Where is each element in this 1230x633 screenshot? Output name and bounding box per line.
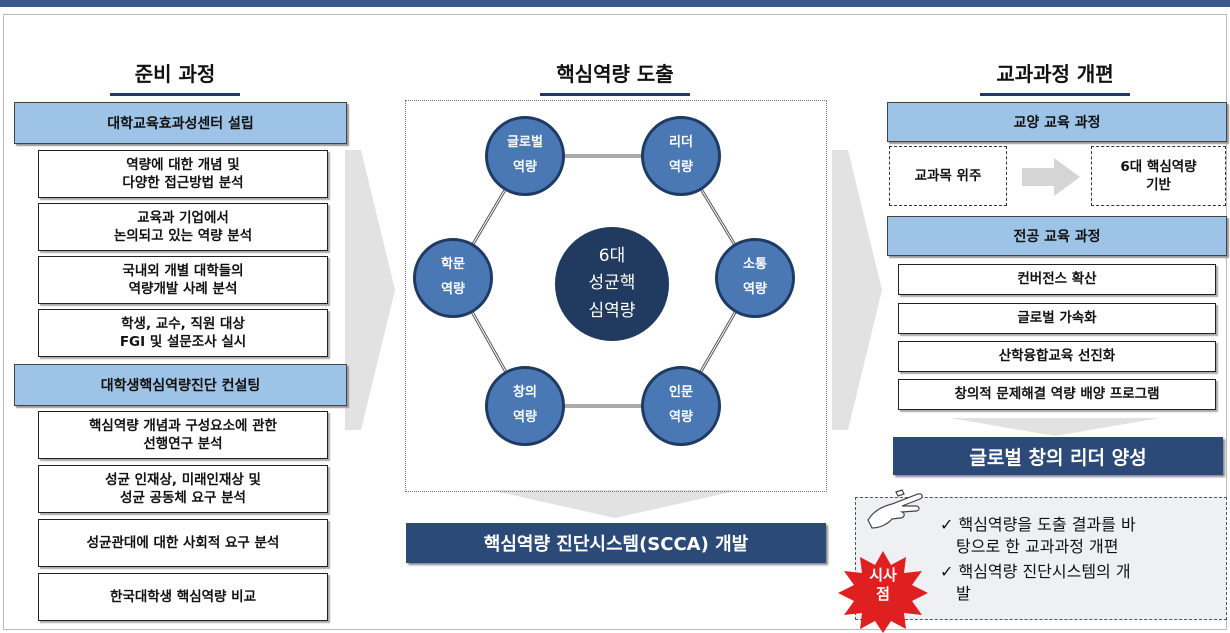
scca-banner: 핵심역량 진단시스템(SCCA) 개발 [406, 523, 826, 563]
column-title-derivation: 핵심역량 도출 [520, 58, 710, 96]
header-center-establishment: 대학교육효과성센터 설립 [14, 102, 347, 144]
list-item: 컨버전스 확산 [898, 264, 1216, 295]
pointing-hand-icon [867, 489, 923, 529]
list-item: 한국대학생 핵심역량 비교 [38, 573, 328, 621]
note-line: 발 [956, 584, 971, 603]
header-major: 전공 교육 과정 [887, 216, 1227, 256]
note-line: 탕으로 한 교과과정 개편 [956, 537, 1119, 556]
list-item: 글로벌 가속화 [898, 303, 1216, 334]
list-item: 성균관대에 대한 사회적 요구 분석 [38, 519, 328, 567]
top-accent-bar [0, 0, 1230, 7]
flow-arrow-left [345, 150, 395, 430]
list-item: 산학융합교육 선진화 [898, 341, 1216, 372]
from-box: 교과목 위주 [889, 146, 1007, 206]
result-banner: 글로벌 창의 리더 양성 [893, 437, 1223, 475]
list-item: 창의적 문제해결 역량 배양 프로그램 [898, 379, 1216, 410]
competency-diagram-panel [405, 100, 827, 492]
column-title-curriculum: 교과과정 개편 [955, 58, 1155, 96]
flow-arrow-right [832, 150, 882, 430]
transition-arrow-icon [1022, 158, 1080, 196]
column-title-preparation: 준비 과정 [80, 58, 270, 96]
implication-starburst-badge [838, 551, 928, 633]
header-consulting: 대학생핵심역량진단 컨설팅 [14, 364, 347, 406]
note-line: ✓ 핵심역량을 도출 결과를 바 [940, 515, 1136, 534]
flow-arrow-down [490, 490, 740, 518]
flow-arrow-down-right [950, 418, 1160, 436]
slide-frame [3, 14, 1227, 630]
header-liberal-arts: 교양 교육 과정 [887, 102, 1227, 142]
note-line: ✓ 핵심역량 진단시스템의 개 [940, 562, 1131, 581]
implication-note [855, 497, 1227, 620]
